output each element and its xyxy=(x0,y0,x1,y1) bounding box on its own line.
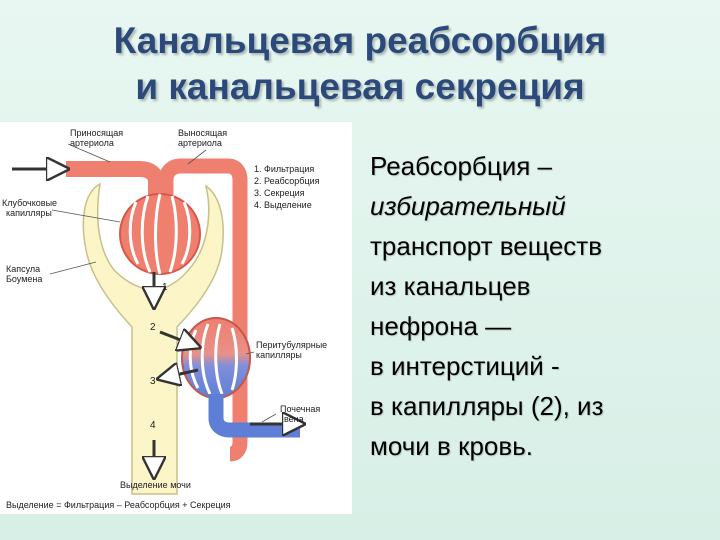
peritubular-loops xyxy=(188,323,238,395)
step-number-2: 2 xyxy=(150,322,156,333)
peritubular-label-1: Перитубулярные xyxy=(256,340,327,350)
text-line-6: в интерстиций - xyxy=(370,351,560,381)
peritubular-label-2: капилляры xyxy=(256,350,302,360)
formula-caption: Выделение = Фильтрация – Реабсорбция + С… xyxy=(6,500,231,510)
secretion-arrow xyxy=(162,370,199,378)
text-line-3: транспорт веществ xyxy=(370,231,603,261)
step-number-4: 4 xyxy=(150,420,156,431)
legend-item-2: 2. Реабсорбция xyxy=(254,176,320,186)
nephron-diagram: Приносящая артериола Выносящая артериола… xyxy=(2,128,327,510)
legend-item-1: 1. Фильтрация xyxy=(254,164,314,174)
efferent-label-2: артериола xyxy=(178,138,222,148)
text-line-4: из канальцев xyxy=(370,271,531,301)
leader-lines xyxy=(49,143,277,423)
nephron-diagram-panel: Приносящая артериола Выносящая артериола… xyxy=(0,122,352,514)
afferent-arteriole xyxy=(66,161,164,200)
title-line-2: и канальцевая секреция xyxy=(135,66,585,107)
glomerular-capillaries xyxy=(119,193,201,275)
text-line-1: Реабсорбция – xyxy=(370,151,552,181)
text-line-5: нефрона — xyxy=(370,311,512,341)
text-line-7: в капилляры (2), из xyxy=(370,391,604,421)
legend-item-3: 3. Секреция xyxy=(254,188,305,198)
reabsorption-arrow xyxy=(159,332,196,346)
text-line-2: избирательный xyxy=(370,191,566,221)
urine-label: Выделение мочи xyxy=(120,480,191,490)
glomerular-label-1: Клубочковые xyxy=(2,198,57,208)
title-line-1: Канальцевая реабсорбция xyxy=(113,20,607,61)
step-number-1: 1 xyxy=(162,282,168,293)
slide-title: Канальцевая реабсорбция и канальцевая се… xyxy=(0,18,720,110)
afferent-label-1: Приносящая xyxy=(70,128,123,138)
step-number-3: 3 xyxy=(150,376,156,387)
renal-vein xyxy=(208,394,300,438)
vein-label-2: вена xyxy=(284,414,304,424)
definition-text: Реабсорбция – избирательный транспорт ве… xyxy=(370,146,720,466)
afferent-label-2: артериола xyxy=(70,138,114,148)
capsule-label-2: Боумена xyxy=(6,274,42,284)
vein-label-1: Почечная xyxy=(280,404,320,414)
legend-item-4: 4. Выделение xyxy=(254,200,312,210)
glomerular-label-2: капилляры xyxy=(6,208,52,218)
glomerulus-loops xyxy=(128,193,192,275)
efferent-label-1: Выносящая xyxy=(178,128,227,138)
nephron-tubule xyxy=(82,182,224,495)
efferent-arteriole xyxy=(158,158,248,462)
capsule-label-1: Капсула xyxy=(6,264,40,274)
text-line-8: мочи в кровь. xyxy=(370,431,533,461)
